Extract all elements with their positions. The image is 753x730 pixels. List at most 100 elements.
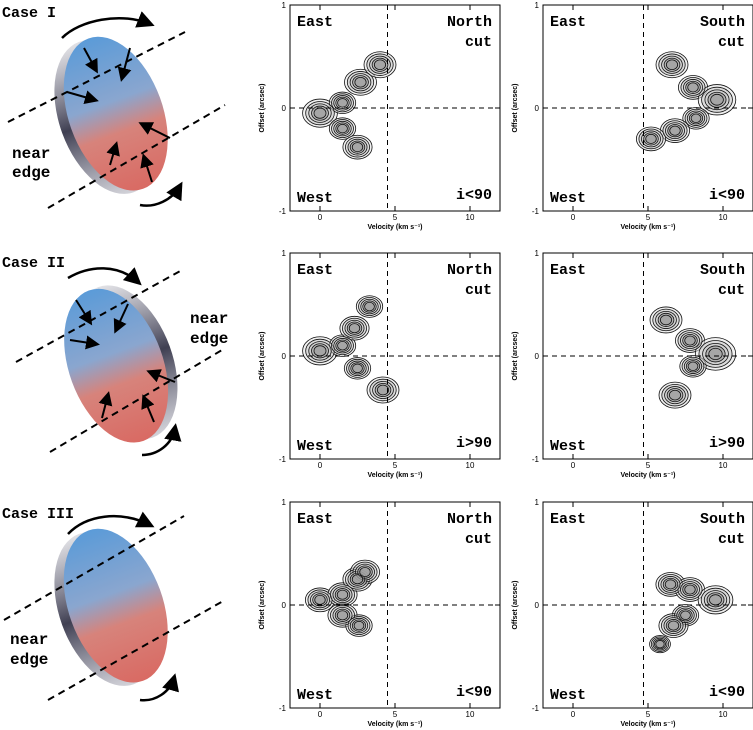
- cut-direction-label: North: [447, 14, 492, 31]
- x-axis-label: Velocity (km s⁻¹): [367, 472, 422, 479]
- inclination-label: i<90: [456, 187, 492, 204]
- x-tick-label: 5: [646, 461, 651, 470]
- rotation-arrow-bottom: [139, 673, 179, 702]
- x-tick-label: 0: [318, 710, 323, 719]
- contour-group: [649, 572, 734, 654]
- contour-level: [690, 113, 702, 123]
- inclination-label: i>90: [709, 435, 745, 452]
- contour-level: [684, 584, 696, 595]
- contour-level: [664, 579, 677, 590]
- x-tick-label: 5: [393, 461, 398, 470]
- contour-level: [336, 589, 349, 600]
- case-2-schematic: Case II near edge: [2, 255, 228, 457]
- contour-level: [337, 341, 348, 351]
- cut-direction-label: North: [447, 511, 492, 528]
- disk-face: [63, 36, 168, 191]
- y-tick-label: 1: [535, 498, 540, 507]
- inclination-label: i>90: [456, 435, 492, 452]
- contour-level: [687, 82, 699, 93]
- cut-label: cut: [465, 282, 492, 299]
- x-axis-label: Velocity (km s⁻¹): [620, 472, 675, 479]
- y-tick-label: 1: [282, 498, 287, 507]
- y-tick-label: -1: [532, 704, 540, 713]
- cut-label: cut: [718, 531, 745, 548]
- y-axis-label: Offset (arcsec): [512, 580, 519, 629]
- contour-level: [353, 620, 365, 631]
- y-tick-label: 0: [535, 352, 540, 361]
- disk-face: [63, 528, 168, 683]
- contour-level: [655, 640, 665, 649]
- near-edge-label: edge: [190, 330, 228, 348]
- y-tick-label: 0: [282, 601, 287, 610]
- x-axis-label: Velocity (km s⁻¹): [620, 721, 675, 728]
- contour-group: [304, 559, 380, 637]
- contour-level: [314, 594, 326, 605]
- case-3-label: Case III: [2, 506, 74, 523]
- contour-level: [336, 610, 349, 621]
- contour-level: [364, 301, 375, 312]
- contour-level: [376, 384, 390, 396]
- y-tick-label: 0: [535, 104, 540, 113]
- contour-level: [710, 93, 724, 106]
- y-axis-label: Offset (arcsec): [259, 83, 266, 132]
- y-tick-label: 1: [535, 249, 540, 258]
- contour-level: [708, 347, 723, 361]
- case-1-label: Case I: [2, 5, 56, 22]
- cut-line: [47, 104, 226, 209]
- west-label: West: [297, 190, 333, 207]
- x-tick-label: 0: [571, 710, 576, 719]
- y-tick-label: -1: [279, 704, 287, 713]
- contour-level: [351, 142, 364, 153]
- y-tick-label: 1: [535, 1, 540, 10]
- cut-label: cut: [718, 282, 745, 299]
- cut-direction-label: South: [700, 511, 745, 528]
- contour-level: [667, 620, 680, 631]
- contour-level: [684, 335, 696, 346]
- near-edge-label: near: [190, 310, 228, 328]
- y-tick-label: -1: [532, 207, 540, 216]
- x-tick-label: 10: [466, 213, 475, 222]
- y-tick-label: -1: [532, 455, 540, 464]
- rotation-arrow-bottom: [141, 423, 182, 457]
- y-axis-label: Offset (arcsec): [512, 331, 519, 380]
- inclination-label: i<90: [456, 684, 492, 701]
- cut-line: [7, 31, 186, 123]
- cut-line: [49, 349, 223, 453]
- x-tick-label: 0: [318, 213, 323, 222]
- contour-level: [659, 314, 673, 326]
- contour-level: [665, 59, 679, 70]
- contour-group: [302, 295, 400, 404]
- rotation-arrow-top: [67, 267, 142, 286]
- contour-level: [352, 363, 363, 374]
- east-label: East: [550, 14, 586, 31]
- contour-group: [636, 51, 737, 152]
- contour-level: [313, 107, 327, 119]
- rotation-arrow-top: [67, 511, 155, 535]
- x-tick-label: 5: [393, 213, 398, 222]
- rotation-arrow-top: [61, 11, 155, 39]
- contour-level: [337, 98, 348, 108]
- contour-level: [348, 323, 361, 334]
- east-label: East: [550, 262, 586, 279]
- contour-level: [680, 610, 691, 620]
- cut-line: [3, 515, 185, 621]
- contour-level: [313, 345, 327, 357]
- case-3-schematic: Case III near edge: [2, 506, 226, 702]
- y-tick-label: 1: [282, 1, 287, 10]
- cut-direction-label: South: [700, 14, 745, 31]
- infall-arrows: [69, 299, 176, 423]
- contour-level: [668, 389, 682, 401]
- y-tick-label: 0: [282, 104, 287, 113]
- y-tick-label: 0: [282, 352, 287, 361]
- x-tick-label: 5: [393, 710, 398, 719]
- x-tick-label: 5: [646, 213, 651, 222]
- contour-group: [649, 306, 737, 409]
- contour-level: [709, 594, 722, 606]
- contour-level: [373, 59, 387, 70]
- contour-group: [302, 51, 397, 160]
